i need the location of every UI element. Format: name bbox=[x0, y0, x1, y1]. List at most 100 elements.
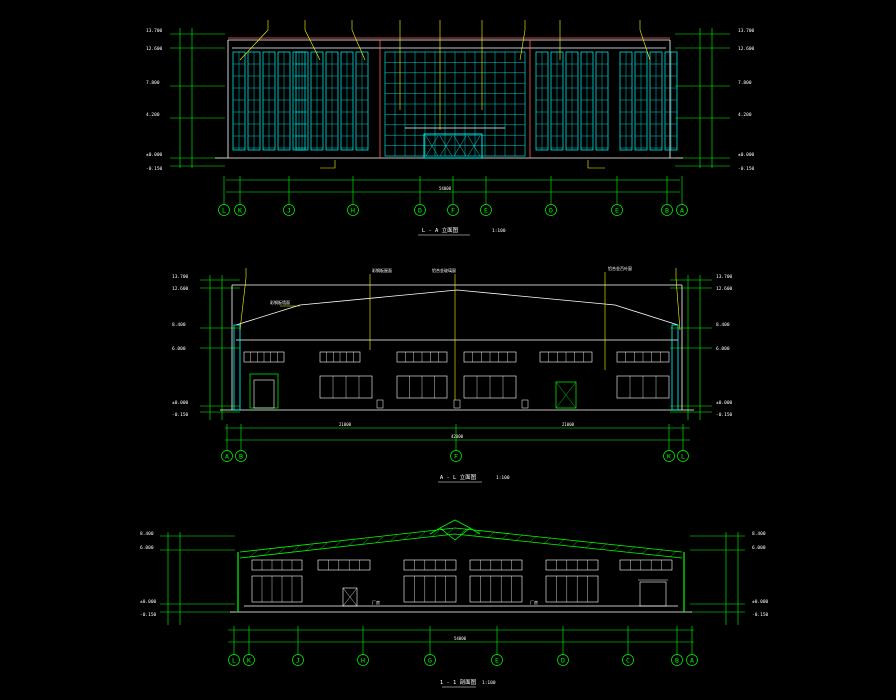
side-levels-right: 13.700 12.600 8.400 6.000 ±0.000 -0.150 bbox=[716, 274, 733, 418]
axis-bubble bbox=[676, 204, 688, 216]
axis-label: A bbox=[225, 452, 229, 460]
view-scale: 1:100 bbox=[482, 680, 496, 686]
axis-bubble bbox=[221, 450, 233, 462]
axis-bubble bbox=[357, 654, 369, 666]
axis-label: H bbox=[351, 206, 355, 214]
clerestory-window bbox=[469, 559, 523, 571]
axis-bubble bbox=[491, 654, 503, 666]
axis-bubble bbox=[414, 204, 426, 216]
axis-label: A bbox=[690, 656, 694, 664]
note-label: 铝合金百叶窗 bbox=[608, 265, 632, 271]
level-label: 8.400 bbox=[752, 531, 766, 537]
side-leader-lines bbox=[239, 268, 681, 400]
truss-web bbox=[249, 528, 678, 558]
end-column-right bbox=[671, 324, 679, 411]
level-label: -0.150 bbox=[716, 412, 733, 418]
downpipe bbox=[521, 399, 529, 409]
level-label: 12.600 bbox=[738, 46, 755, 52]
level-label: 8.400 bbox=[172, 322, 186, 328]
view-title: L - A 立面图 bbox=[422, 226, 459, 234]
axis-bubble bbox=[611, 204, 623, 216]
level-label: 12.600 bbox=[716, 286, 733, 292]
axis-label: D bbox=[418, 206, 422, 214]
level-label: ±0.000 bbox=[146, 152, 163, 158]
side-door-right bbox=[555, 381, 577, 409]
room-label: 厂房 bbox=[372, 599, 380, 605]
axis-label: F bbox=[451, 206, 455, 214]
level-label: 6.000 bbox=[140, 545, 154, 551]
front-building-outline bbox=[215, 39, 683, 159]
bay-dimension: 21000 bbox=[562, 422, 575, 427]
side-building-outline bbox=[220, 284, 694, 411]
roof-truss bbox=[239, 519, 683, 559]
view-title: A - L 立面图 bbox=[440, 473, 477, 481]
axis-label: L bbox=[222, 206, 226, 214]
section-gate bbox=[639, 581, 667, 607]
axis-bubble bbox=[347, 204, 359, 216]
section-levels-left: 8.400 6.000 ±0.000 -0.150 bbox=[140, 531, 157, 618]
entrance-door bbox=[423, 133, 483, 159]
axis-label: L bbox=[681, 452, 685, 460]
level-label: 4.200 bbox=[146, 112, 160, 118]
level-label: 7.800 bbox=[738, 80, 752, 86]
axis-bubble bbox=[663, 450, 675, 462]
total-dimension: 42000 bbox=[451, 434, 464, 439]
bay-dimension: 21000 bbox=[339, 422, 352, 427]
end-column-left bbox=[233, 324, 241, 411]
view-scale: 1:100 bbox=[496, 475, 510, 481]
section-view: 8.400 6.000 ±0.000 -0.150 8.400 6.000 ±0… bbox=[140, 519, 769, 688]
front-levels-left: 13.700 12.600 7.800 4.200 ±0.000 -0.150 bbox=[146, 28, 163, 172]
side-window-groups bbox=[243, 351, 670, 409]
axis-label: E bbox=[495, 656, 499, 664]
level-label: 4.200 bbox=[738, 112, 752, 118]
clerestory-window bbox=[251, 559, 303, 571]
axis-bubble bbox=[480, 204, 492, 216]
level-label: ±0.000 bbox=[738, 152, 755, 158]
level-label: -0.150 bbox=[146, 166, 163, 172]
side-dimension-chain bbox=[225, 427, 690, 441]
axis-bubble bbox=[235, 450, 247, 462]
front-leader-lines bbox=[239, 20, 651, 169]
side-elevation-view: 13.700 12.600 8.400 6.000 ±0.000 -0.150 … bbox=[172, 265, 733, 483]
section-window bbox=[469, 575, 523, 603]
level-label: -0.150 bbox=[738, 166, 755, 172]
downpipe bbox=[376, 399, 384, 409]
level-label: 13.700 bbox=[738, 28, 755, 34]
axis-bubble bbox=[557, 654, 569, 666]
axis-label: D bbox=[561, 656, 565, 664]
level-label: -0.150 bbox=[172, 412, 189, 418]
level-label: 6.000 bbox=[716, 346, 730, 352]
side-levels-left: 13.700 12.600 8.400 6.000 ±0.000 -0.150 bbox=[172, 274, 189, 418]
axis-bubble bbox=[450, 450, 462, 462]
axis-label: B bbox=[675, 656, 679, 664]
level-label: 7.800 bbox=[146, 80, 160, 86]
axis-bubble bbox=[447, 204, 459, 216]
clerestory-window bbox=[619, 559, 673, 571]
axis-label: E bbox=[484, 206, 488, 214]
axis-bubble bbox=[671, 654, 683, 666]
level-label: -0.150 bbox=[140, 612, 157, 618]
level-label: -0.150 bbox=[752, 612, 769, 618]
level-label: ±0.000 bbox=[172, 400, 189, 406]
axis-label: H bbox=[361, 656, 365, 664]
section-walls bbox=[230, 552, 692, 613]
level-label: 12.600 bbox=[172, 286, 189, 292]
section-window bbox=[251, 575, 303, 603]
level-label: ±0.000 bbox=[716, 400, 733, 406]
level-label: 8.400 bbox=[140, 531, 154, 537]
total-dimension: 54000 bbox=[454, 636, 467, 641]
note-label: 铝合金玻璃窗 bbox=[432, 267, 456, 273]
level-label: 13.700 bbox=[716, 274, 733, 280]
level-label: 13.700 bbox=[172, 274, 189, 280]
axis-bubble bbox=[661, 204, 673, 216]
axis-bubble bbox=[234, 204, 246, 216]
section-door bbox=[342, 587, 358, 607]
level-label: ±0.000 bbox=[752, 599, 769, 605]
front-levels-right: 13.700 12.600 7.800 4.200 ±0.000 -0.150 bbox=[738, 28, 755, 172]
level-label: 6.000 bbox=[172, 346, 186, 352]
axis-bubble bbox=[424, 654, 436, 666]
section-levels-right: 8.400 6.000 ±0.000 -0.150 bbox=[752, 531, 769, 618]
